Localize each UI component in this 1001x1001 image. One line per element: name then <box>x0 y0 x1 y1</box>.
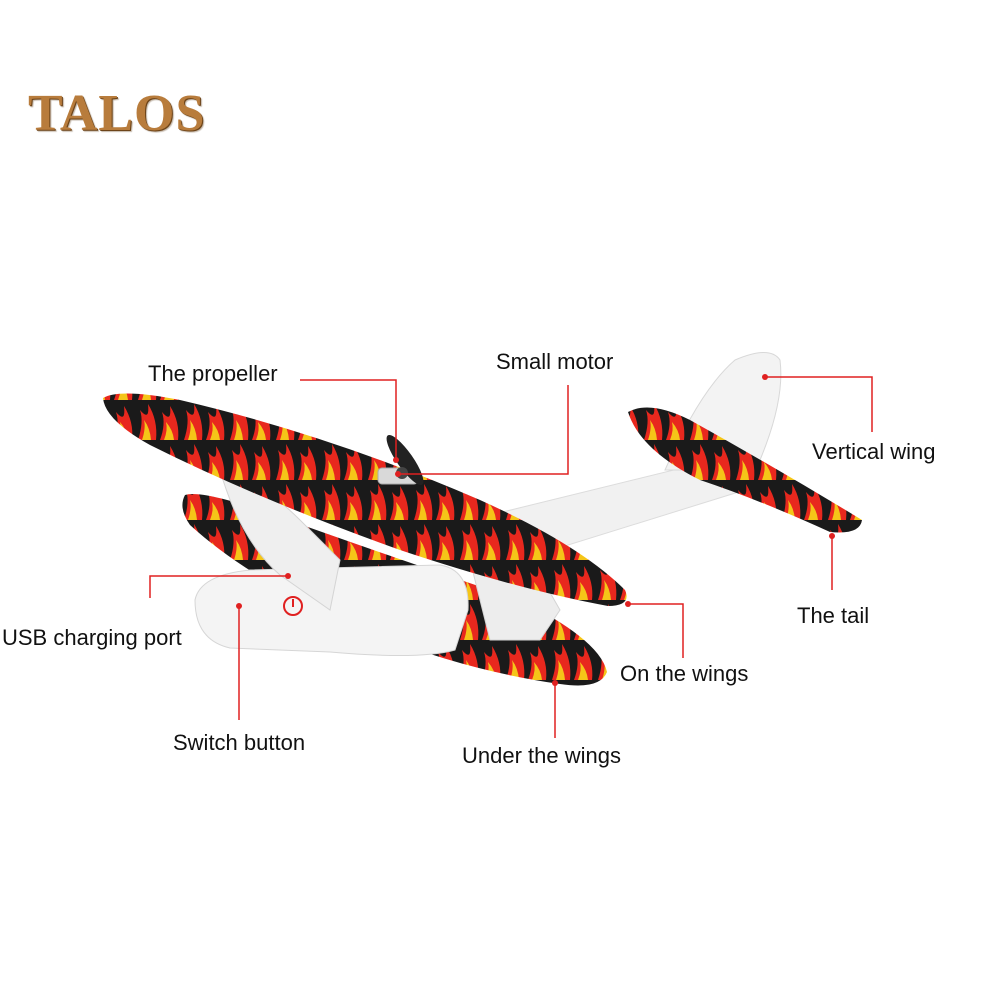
label-small-motor: Small motor <box>496 349 614 374</box>
fuselage-body <box>194 564 469 657</box>
label-vertical-wing: Vertical wing <box>812 439 936 464</box>
label-switch-button: Switch button <box>173 730 306 755</box>
leader-small-motor <box>398 385 569 475</box>
brand-logo: TALOS <box>28 85 206 142</box>
leader-vertical-wing <box>765 376 873 432</box>
leader-propeller <box>300 379 397 460</box>
label-propeller: The propeller <box>148 361 278 386</box>
leader-usb-port <box>149 575 288 598</box>
leader-lines <box>149 376 873 738</box>
leader-dots <box>236 374 835 686</box>
tail-stabilizer <box>628 407 862 533</box>
label-on-wings: On the wings <box>620 661 749 686</box>
upper-wing <box>103 393 627 606</box>
switch-button-icon <box>283 596 303 616</box>
leader-on-wings <box>628 603 684 658</box>
label-under-wings: Under the wings <box>462 743 621 768</box>
label-usb-port: USB charging port <box>2 625 182 650</box>
label-tail: The tail <box>797 603 870 628</box>
